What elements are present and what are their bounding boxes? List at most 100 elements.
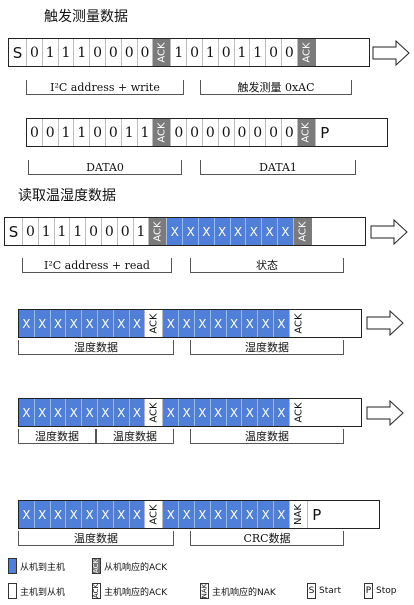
data-bit-cell: X <box>210 501 227 528</box>
data-bit-cell: X <box>19 501 35 528</box>
data-bit-cell: X <box>258 501 274 528</box>
bit-cell: 0 <box>218 39 235 66</box>
stop-symbol: P <box>307 501 326 528</box>
label-humidity-1: 湿度数据 <box>18 340 174 355</box>
data-bit-cell: X <box>242 399 259 426</box>
data-bit-cell: X <box>226 399 243 426</box>
data-bit-cell: X <box>163 399 180 426</box>
data-bit-cell: X <box>113 310 130 337</box>
master-ack-cell: ACK <box>145 501 164 528</box>
data-bit-cell: X <box>230 218 247 245</box>
row-humidity-bytes: X X X X X X X X ACK X X X X X X X X ACK <box>18 309 362 338</box>
data-bit-cell: X <box>113 501 130 528</box>
bit-cell: 1 <box>133 218 150 245</box>
swatch-text: ACK <box>92 583 101 599</box>
data-bit-cell: X <box>179 310 195 337</box>
data-bit-cell: X <box>198 218 215 245</box>
data-bit-cell: X <box>163 310 180 337</box>
ack-text: ACK <box>148 504 160 525</box>
bit-cell: 0 <box>281 39 298 66</box>
data-bit-cell: X <box>226 310 243 337</box>
data-bit-cell: X <box>163 501 180 528</box>
bit-cell: 1 <box>74 39 91 66</box>
gray-ack-swatch-icon: ACK <box>92 558 101 574</box>
bit-cell: 0 <box>202 119 219 146</box>
legend-stop: P Stop <box>364 583 396 599</box>
bit-cell: 1 <box>58 119 75 146</box>
bit-cell: 0 <box>171 119 188 146</box>
data-bit-cell: X <box>273 310 290 337</box>
master-ack-cell: ACK <box>289 399 308 426</box>
data-bit-cell: X <box>262 218 278 245</box>
bit-cell: 0 <box>218 119 235 146</box>
data-bit-cell: X <box>97 310 114 337</box>
bit-cell: 0 <box>137 39 154 66</box>
bit-cell: 0 <box>121 39 138 66</box>
data-bit-cell: X <box>273 501 290 528</box>
start-symbol: S <box>5 218 23 245</box>
row-humidity-temperature-bytes: X X X X X X X X ACK X X X X X X X X ACK <box>18 398 362 427</box>
data-bit-cell: X <box>34 399 51 426</box>
legend-label: 从机响应的ACK <box>104 562 168 573</box>
slave-ack-cell: ACK <box>153 39 172 66</box>
nak-text: NAK <box>292 504 304 525</box>
data-bit-cell: X <box>19 399 35 426</box>
legend-label: 主机响应的ACK <box>104 587 168 598</box>
bit-cell: 0 <box>42 119 59 146</box>
data-bit-cell: X <box>19 310 35 337</box>
legend-label: Stop <box>376 586 397 596</box>
ack-text: ACK <box>152 221 164 242</box>
row-trigger-data: 0 0 1 1 0 0 1 1 ACK 0 0 0 0 0 0 0 0 ACK … <box>26 118 388 147</box>
legend-label: 主机响应的NAK <box>212 587 276 598</box>
bit-cell: 0 <box>117 218 134 245</box>
slave-ack-cell: ACK <box>153 119 172 146</box>
legend-master-ack: ACK 主机响应的ACK <box>92 583 167 599</box>
bit-cell: 0 <box>234 119 251 146</box>
ack-text: ACK <box>293 313 305 334</box>
bit-cell: 0 <box>90 119 106 146</box>
data-bit-cell: X <box>183 218 199 245</box>
row-temperature-crc: X X X X X X X X ACK X X X X X X X X NAK … <box>18 500 380 529</box>
data-bit-cell: X <box>50 501 67 528</box>
data-bit-cell: X <box>194 399 211 426</box>
bit-cell: 0 <box>90 39 106 66</box>
data-bit-cell: X <box>50 399 67 426</box>
bit-cell: 0 <box>187 39 203 66</box>
title-trigger-measure: 触发测量数据 <box>44 9 128 25</box>
slave-ack-cell: ACK <box>297 39 316 66</box>
bit-cell: 0 <box>105 39 122 66</box>
bit-cell: 0 <box>266 39 282 66</box>
bit-cell: 1 <box>38 218 55 245</box>
continue-arrow-icon <box>372 40 410 66</box>
data-bit-cell: X <box>214 218 231 245</box>
label-address-write: I²C address + write <box>26 80 184 95</box>
legend-master-nak: NAK 主机响应的NAK <box>200 583 276 599</box>
legend-slave-ack: ACK 从机响应的ACK <box>92 558 167 574</box>
label-humidity-2: 湿度数据 <box>190 340 344 355</box>
label-status: 状态 <box>190 258 344 273</box>
bit-cell: 1 <box>42 39 59 66</box>
data-bit-cell: X <box>66 310 83 337</box>
slave-ack-cell: ACK <box>297 119 316 146</box>
bit-cell: 0 <box>105 119 122 146</box>
ack-text: ACK <box>301 42 313 63</box>
bit-cell: 0 <box>187 119 203 146</box>
bit-cell: 1 <box>54 218 71 245</box>
master-nak-cell: NAK <box>289 501 308 528</box>
data-bit-cell: X <box>113 399 130 426</box>
swatch-text: ACK <box>92 558 101 574</box>
bit-cell: 0 <box>86 218 102 245</box>
label-data1: DATA1 <box>200 160 356 175</box>
bit-cell: 1 <box>234 39 251 66</box>
data-bit-cell: X <box>82 501 98 528</box>
ack-text: ACK <box>156 42 168 63</box>
data-bit-cell: X <box>210 310 227 337</box>
master-ack-cell: ACK <box>145 310 164 337</box>
data-bit-cell: X <box>97 501 114 528</box>
legend-master-to-slave: 主机到从机 <box>8 583 65 599</box>
blue-swatch-icon <box>8 558 17 574</box>
bit-cell: 0 <box>23 218 39 245</box>
bit-cell: 1 <box>74 119 91 146</box>
data-bit-cell: X <box>273 399 290 426</box>
ack-text: ACK <box>148 313 160 334</box>
